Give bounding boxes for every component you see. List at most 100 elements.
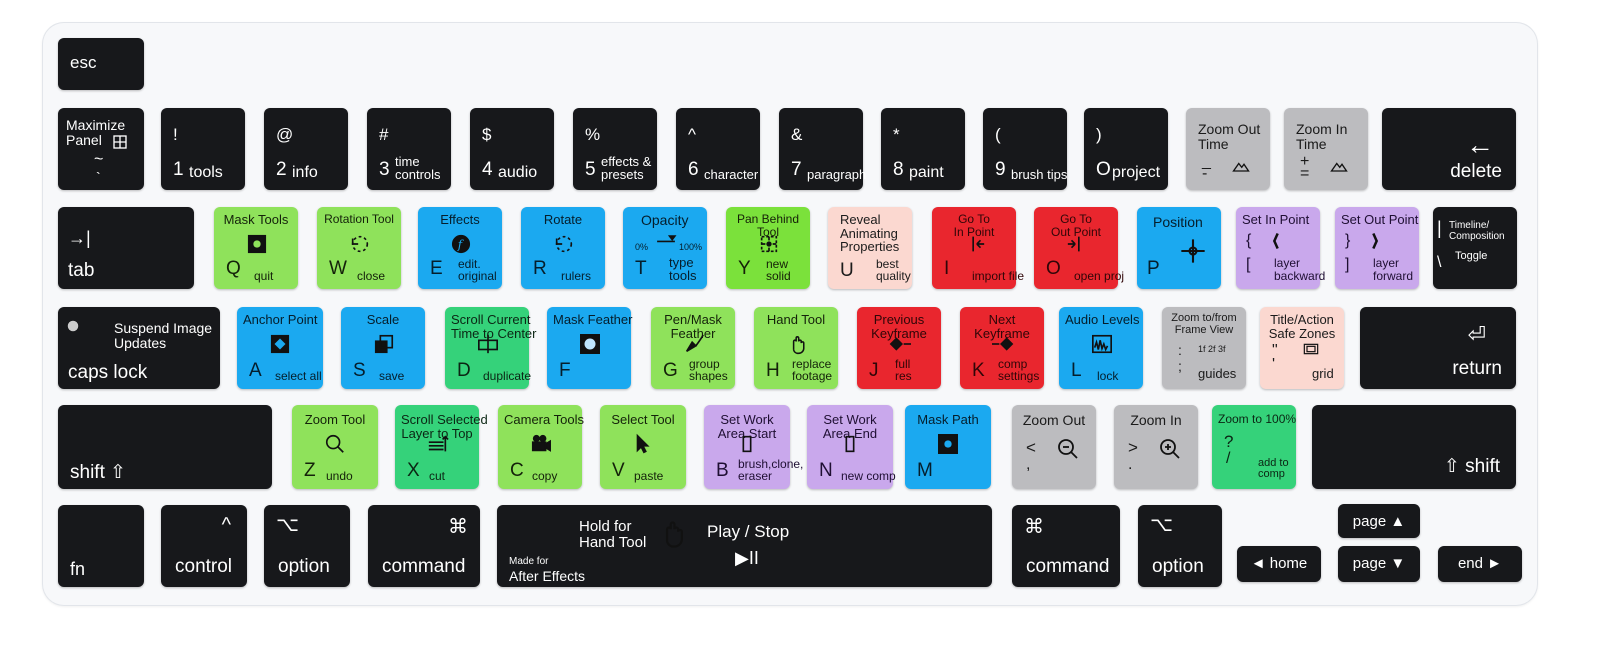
key-equal[interactable]: Zoom In Time+=: [1284, 108, 1368, 190]
key-label: 4: [482, 159, 493, 181]
key-label: comp settings: [998, 356, 1040, 384]
key-home[interactable]: ◄ home: [1237, 546, 1321, 582]
key-label: +: [1300, 153, 1310, 170]
key-label: Toggle: [1455, 250, 1488, 262]
key-tab[interactable]: →|tab: [58, 207, 194, 289]
key-label: best quality: [876, 256, 911, 284]
key-delete[interactable]: ←delete: [1382, 108, 1516, 190]
key-label: Zoom In Time: [1296, 121, 1348, 152]
key-label: Previous Keyframe: [871, 312, 927, 341]
key-label: replace footage: [792, 356, 833, 384]
key-label: Go To In Point: [953, 212, 995, 239]
key-label: ': [1272, 356, 1276, 373]
key-period[interactable]: Zoom In>.: [1114, 405, 1198, 489]
key-quote[interactable]: Title/Action Safe Zones"'grid: [1260, 307, 1344, 389]
key-label: S: [353, 360, 366, 382]
key-end[interactable]: end ►: [1438, 546, 1522, 582]
key-label: Zoom to 100%: [1218, 412, 1297, 426]
key-label: project: [1112, 164, 1161, 182]
key-comma[interactable]: Zoom Out<,: [1012, 405, 1096, 489]
key-label: 7: [791, 159, 802, 181]
key-label: layer backward: [1274, 256, 1326, 283]
key-label: {: [1246, 232, 1252, 249]
key-control[interactable]: ^control: [161, 505, 247, 587]
key-maximize[interactable]: Maximize Panel~`: [58, 108, 144, 190]
key-label: 2: [276, 159, 287, 181]
key-label: *: [893, 125, 900, 144]
key-label: R: [533, 258, 547, 280]
key-label: T: [635, 258, 647, 280]
key-fn[interactable]: fn: [58, 505, 144, 587]
key-label: F: [559, 360, 571, 382]
key-rcommand[interactable]: ⌘command: [1012, 505, 1120, 587]
key-label: >: [1128, 438, 1138, 457]
key-rbracket[interactable]: Set Out Point}]layer forward: [1335, 207, 1419, 289]
key-label: page ▲: [1352, 513, 1406, 530]
key-label: H: [766, 360, 780, 382]
key-label: page ▼: [1352, 555, 1406, 572]
key-loption[interactable]: ⌥option: [264, 505, 350, 587]
key-pagedown[interactable]: page ▼: [1338, 546, 1420, 582]
key-roption[interactable]: ⌥option: [1138, 505, 1222, 587]
key-return[interactable]: ⏎return: [1360, 307, 1516, 389]
key-label: Y: [738, 258, 751, 280]
key-slash[interactable]: Zoom to 100%?/add to comp: [1212, 405, 1296, 489]
svg-text:f: f: [457, 238, 465, 252]
key-rshift[interactable]: ⇧ shift: [1312, 405, 1516, 489]
key-lbracket[interactable]: Set In Point{[layer backward: [1236, 207, 1325, 289]
key-label: J: [869, 360, 879, 382]
key-label: add to comp: [1258, 456, 1289, 481]
key-label: new solid: [766, 256, 791, 284]
key-label: command: [382, 556, 466, 578]
key-pageup[interactable]: page ▲: [1338, 504, 1420, 538]
key-esc[interactable]: esc: [58, 38, 144, 90]
key-label: Scale: [366, 312, 400, 327]
key-lcommand[interactable]: ⌘command: [368, 505, 480, 587]
key-lshift[interactable]: shift ⇧: [58, 405, 272, 489]
key-minus[interactable]: Zoom Out Time_-: [1186, 108, 1270, 190]
key-label: fn: [70, 559, 86, 580]
key-label: D: [457, 360, 471, 382]
key-label: A: [249, 360, 262, 382]
